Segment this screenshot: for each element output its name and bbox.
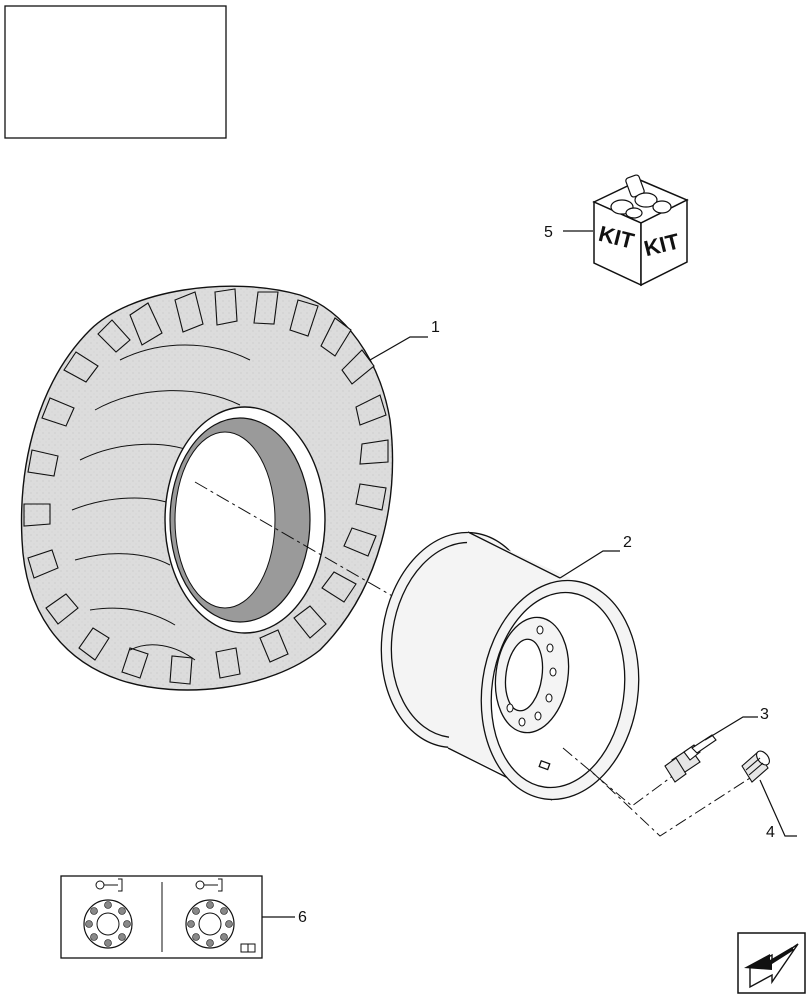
torque-decal[interactable] — [60, 875, 263, 959]
return-arrow-icon[interactable] — [737, 932, 806, 994]
callout-6: 6 — [298, 909, 307, 926]
tire[interactable] — [20, 285, 394, 691]
callout-2: 2 — [623, 534, 632, 551]
valve-cap-dashline — [589, 769, 751, 837]
bolt-pattern-icon — [185, 899, 235, 949]
kit-contents-icon — [610, 174, 672, 219]
valve-cap[interactable] — [741, 749, 772, 783]
axis-centerline — [194, 481, 421, 613]
rim[interactable] — [368, 522, 653, 810]
bolt-pattern-icon — [83, 899, 133, 949]
valve-dashline — [562, 747, 679, 807]
book-icon — [240, 943, 256, 953]
callout-1: 1 — [431, 319, 440, 336]
callout-4: 4 — [766, 824, 775, 841]
callout-3: 3 — [760, 706, 769, 723]
callout-5: 5 — [544, 224, 553, 241]
wrench-icon — [95, 878, 123, 892]
valve-stem[interactable] — [664, 734, 717, 783]
title-frame — [4, 5, 227, 139]
wrench-icon — [195, 878, 223, 892]
kit-box[interactable]: KIT KIT — [592, 174, 689, 287]
